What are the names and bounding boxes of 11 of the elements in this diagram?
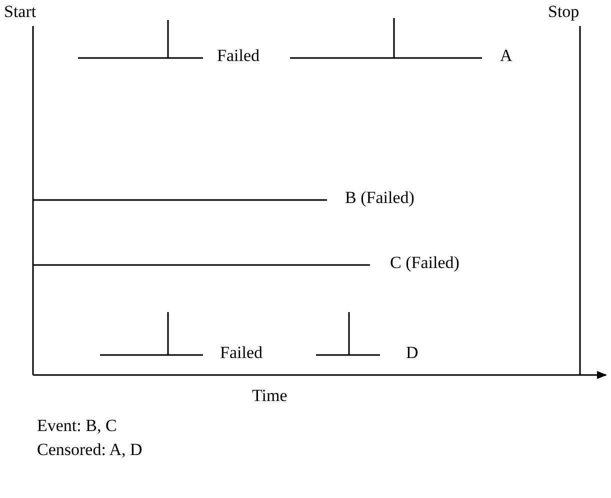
note-text: Event: B, C	[37, 416, 117, 436]
subject-label: C (Failed)	[390, 253, 460, 273]
status-label: Failed	[217, 46, 260, 66]
start-label: Start	[4, 2, 36, 22]
note-text: Censored: A, D	[37, 440, 142, 460]
stop-label: Stop	[548, 2, 580, 22]
subject-label: A	[500, 46, 512, 66]
subject-label: D	[406, 343, 418, 363]
subject-label: B (Failed)	[345, 188, 414, 208]
status-label: Failed	[220, 343, 262, 363]
axis-label: Time	[252, 386, 288, 406]
